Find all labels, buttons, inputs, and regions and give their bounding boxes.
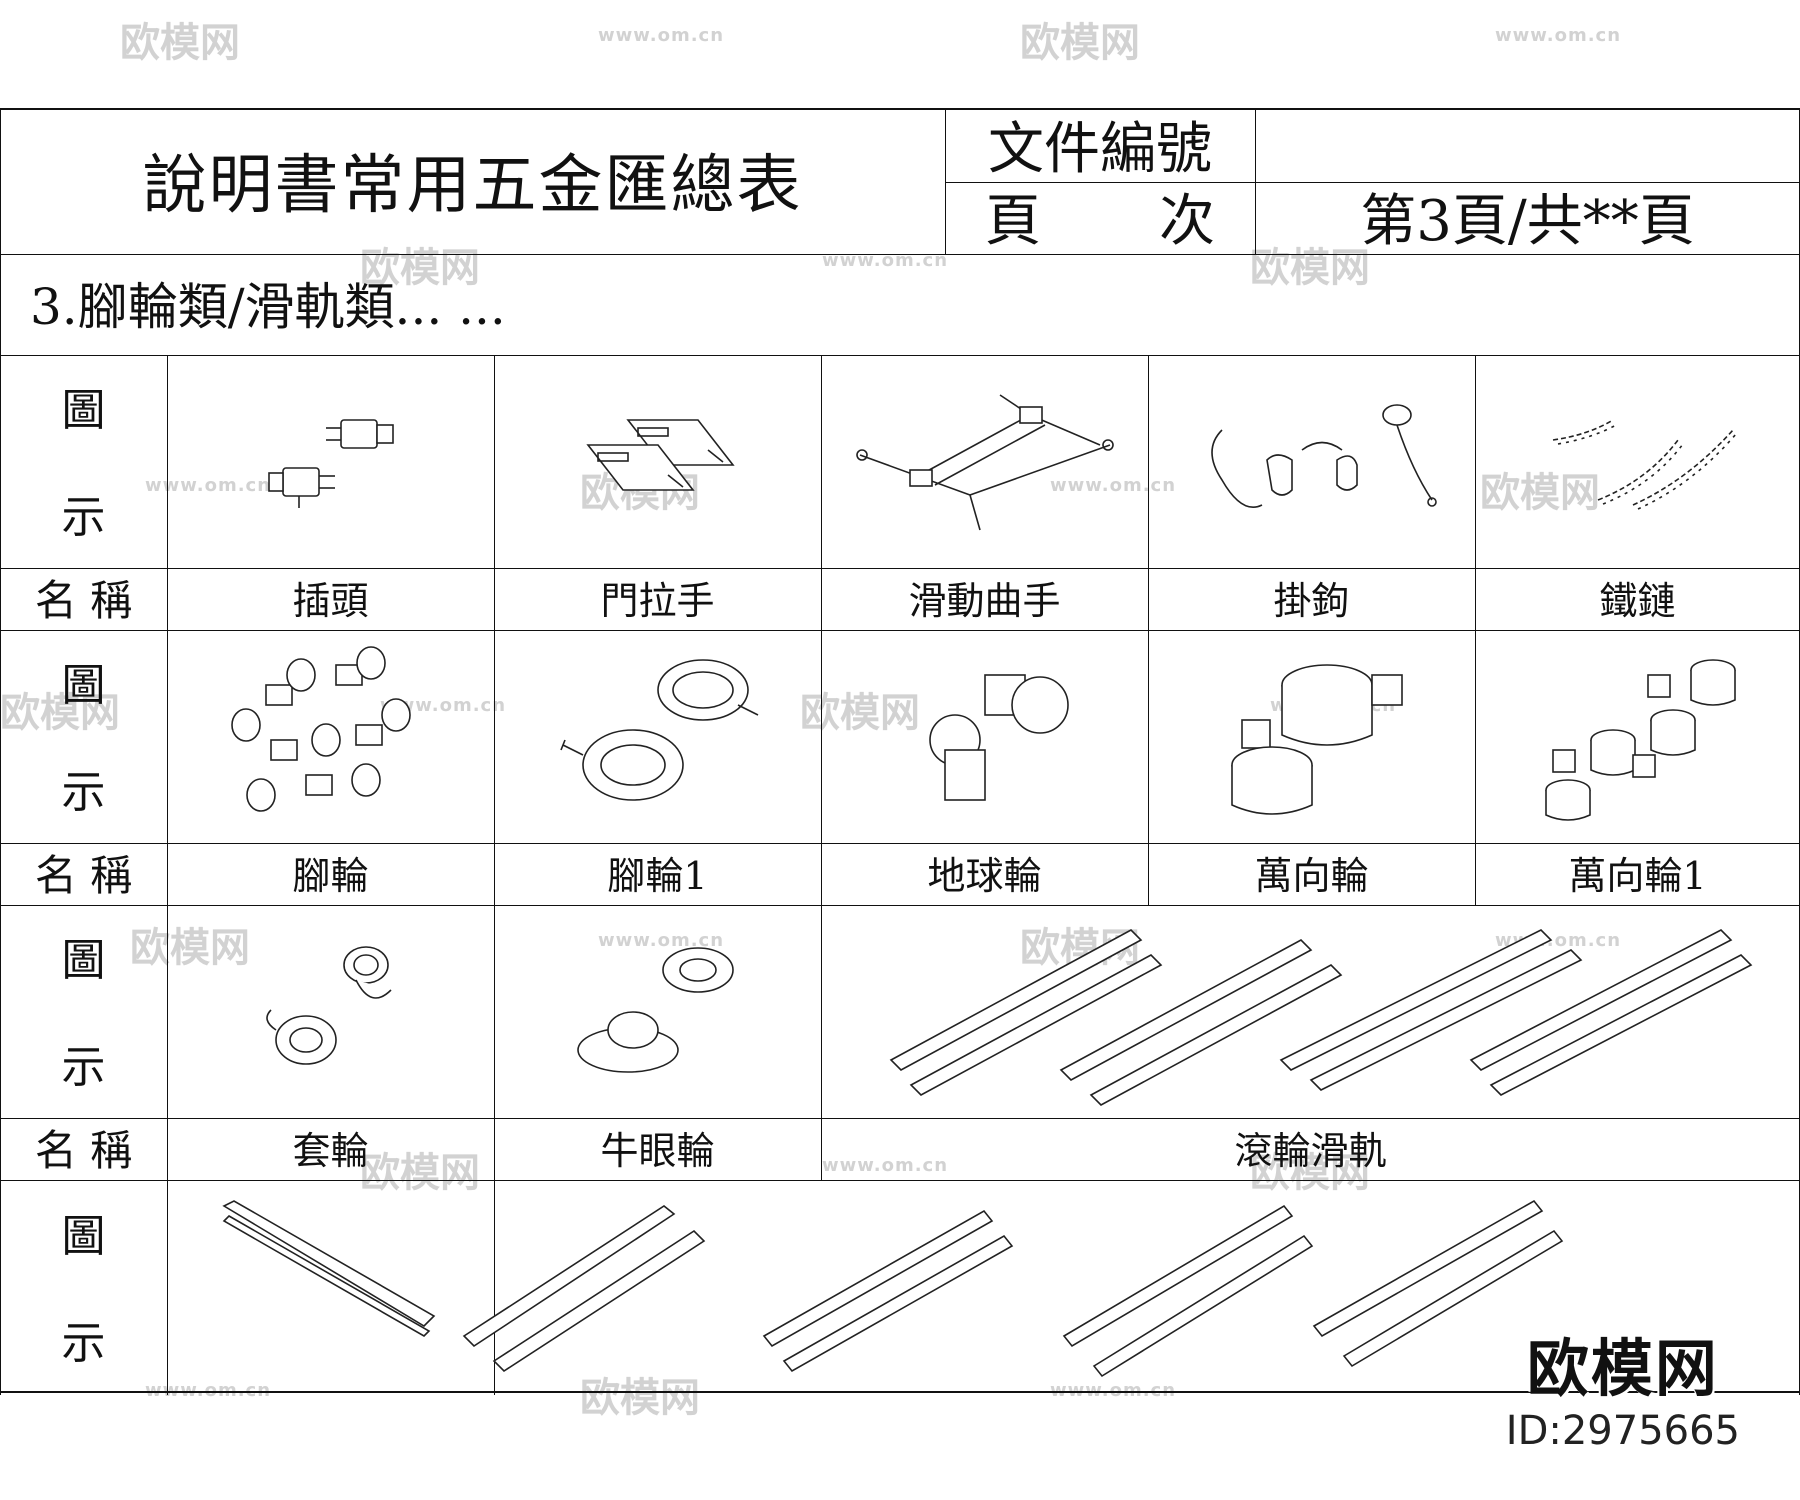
document-title: 說明書常用五金匯總表 bbox=[142, 149, 803, 223]
watermark-logo: 欧模网 bbox=[1250, 1150, 1370, 1196]
chain-icon bbox=[1475, 353, 1800, 566]
figure-row-label: 圖 示 bbox=[0, 353, 167, 566]
divider bbox=[0, 630, 1800, 631]
figure-label-bottom: 示 bbox=[61, 1318, 106, 1370]
name-row-label: 名 稱 bbox=[34, 575, 133, 625]
item-name: 萬向輪1 bbox=[1568, 853, 1707, 898]
figure-label-bottom: 示 bbox=[61, 766, 106, 818]
watermark-url: www.om.cn bbox=[145, 1380, 272, 1401]
page-label-part: 頁 bbox=[985, 188, 1041, 254]
watermark-url: www.om.cn bbox=[1050, 475, 1177, 496]
item-name: 地球輪 bbox=[927, 853, 1042, 898]
watermark-logo: 欧模网 bbox=[800, 690, 920, 736]
page-label: 頁 次 bbox=[945, 180, 1255, 254]
watermark-url: www.om.cn bbox=[1050, 1380, 1177, 1401]
item-name: 門拉手 bbox=[600, 578, 715, 623]
divider bbox=[0, 1180, 1800, 1181]
figure-label-top: 圖 bbox=[61, 935, 106, 987]
watermark-logo: 欧模网 bbox=[120, 20, 240, 66]
ball-bearing-slide-icon bbox=[167, 1178, 1800, 1393]
bulls-eye-wheel-icon bbox=[494, 903, 821, 1116]
name-row-label: 名 稱 bbox=[34, 1125, 133, 1175]
divider bbox=[1148, 355, 1149, 905]
watermark-url: www.om.cn bbox=[598, 930, 725, 951]
section-title: 3.腳輪類/滑軌類... ... bbox=[30, 277, 506, 336]
watermark-url: www.om.cn bbox=[822, 250, 949, 271]
page-label-part: 次 bbox=[1159, 188, 1215, 254]
watermark-logo: 欧模网 bbox=[1480, 470, 1600, 516]
divider bbox=[494, 355, 495, 1395]
item-name: 腳輪1 bbox=[607, 853, 708, 898]
brand-badge: 欧模网 ID:2975665 bbox=[1506, 1318, 1740, 1454]
watermark-url: www.om.cn bbox=[822, 1155, 949, 1176]
watermark-logo: 欧模网 bbox=[360, 245, 480, 291]
divider bbox=[945, 110, 946, 254]
door-handle-icon bbox=[494, 353, 821, 566]
watermark-url: www.om.cn bbox=[380, 695, 507, 716]
watermark-url: www.om.cn bbox=[598, 25, 725, 46]
divider bbox=[1475, 355, 1476, 905]
item-name: 掛鉤 bbox=[1273, 578, 1350, 623]
divider bbox=[0, 254, 1800, 255]
item-name: 滑動曲手 bbox=[908, 578, 1061, 623]
divider bbox=[0, 355, 1800, 356]
item-name: 鐵鏈 bbox=[1599, 578, 1676, 623]
figure-label-top: 圖 bbox=[61, 385, 106, 437]
watermark-logo: 欧模网 bbox=[360, 1150, 480, 1196]
divider bbox=[0, 110, 1, 1395]
plug-icon bbox=[167, 353, 494, 566]
name-row-label: 名 稱 bbox=[34, 850, 133, 900]
watermark-logo: 欧模网 bbox=[1020, 20, 1140, 66]
item-name: 腳輪 bbox=[292, 853, 369, 898]
doc-number-value bbox=[1255, 108, 1800, 180]
caster-icon bbox=[167, 628, 494, 841]
figure-row-label: 圖 示 bbox=[0, 628, 167, 841]
roller-slide-icon bbox=[821, 903, 1800, 1116]
item-name: 滾輪滑軌 bbox=[1234, 1128, 1387, 1173]
caster-wheel-icon bbox=[494, 628, 821, 841]
divider bbox=[0, 843, 1800, 844]
brand-logo: 欧模网 bbox=[1526, 1332, 1719, 1405]
divider bbox=[821, 355, 822, 1180]
doc-number-label: 文件編號 bbox=[988, 116, 1212, 182]
divider bbox=[0, 905, 1800, 906]
divider bbox=[0, 1118, 1800, 1119]
figure-label-bottom: 示 bbox=[61, 1041, 106, 1093]
watermark-logo: 欧模网 bbox=[1250, 245, 1370, 291]
item-name: 萬向輪 bbox=[1254, 853, 1369, 898]
ball-wheel-icon bbox=[821, 628, 1148, 841]
hardware-summary-sheet bbox=[0, 108, 1800, 1395]
sleeve-wheel-icon bbox=[1475, 628, 1800, 841]
item-name: 插頭 bbox=[292, 578, 369, 623]
swivel-wheel-icon bbox=[1148, 628, 1475, 841]
figure-label-bottom: 示 bbox=[61, 491, 106, 543]
sleeve-caster-icon bbox=[167, 903, 494, 1116]
sliding-handle-icon bbox=[821, 353, 1148, 566]
divider bbox=[0, 568, 1800, 569]
brand-id: ID:2975665 bbox=[1505, 1408, 1740, 1454]
watermark-logo: 欧模网 bbox=[580, 1375, 700, 1421]
divider bbox=[1255, 110, 1256, 254]
page-number: 第3頁/共**頁 bbox=[1360, 188, 1695, 254]
figure-row-label: 圖 示 bbox=[0, 903, 167, 1116]
figure-row-label: 圖 示 bbox=[0, 1178, 167, 1393]
item-name: 牛眼輪 bbox=[600, 1128, 715, 1173]
hook-icon bbox=[1148, 353, 1475, 566]
divider bbox=[945, 182, 1800, 183]
figure-label-top: 圖 bbox=[61, 660, 106, 712]
watermark-url: www.om.cn bbox=[1495, 25, 1622, 46]
watermark-logo: 欧模网 bbox=[130, 925, 250, 971]
divider bbox=[167, 355, 168, 1395]
item-name: 套輪 bbox=[292, 1128, 369, 1173]
watermark-logo: 欧模网 bbox=[0, 690, 120, 736]
watermark-url: www.om.cn bbox=[145, 475, 272, 496]
figure-label-top: 圖 bbox=[61, 1210, 106, 1262]
